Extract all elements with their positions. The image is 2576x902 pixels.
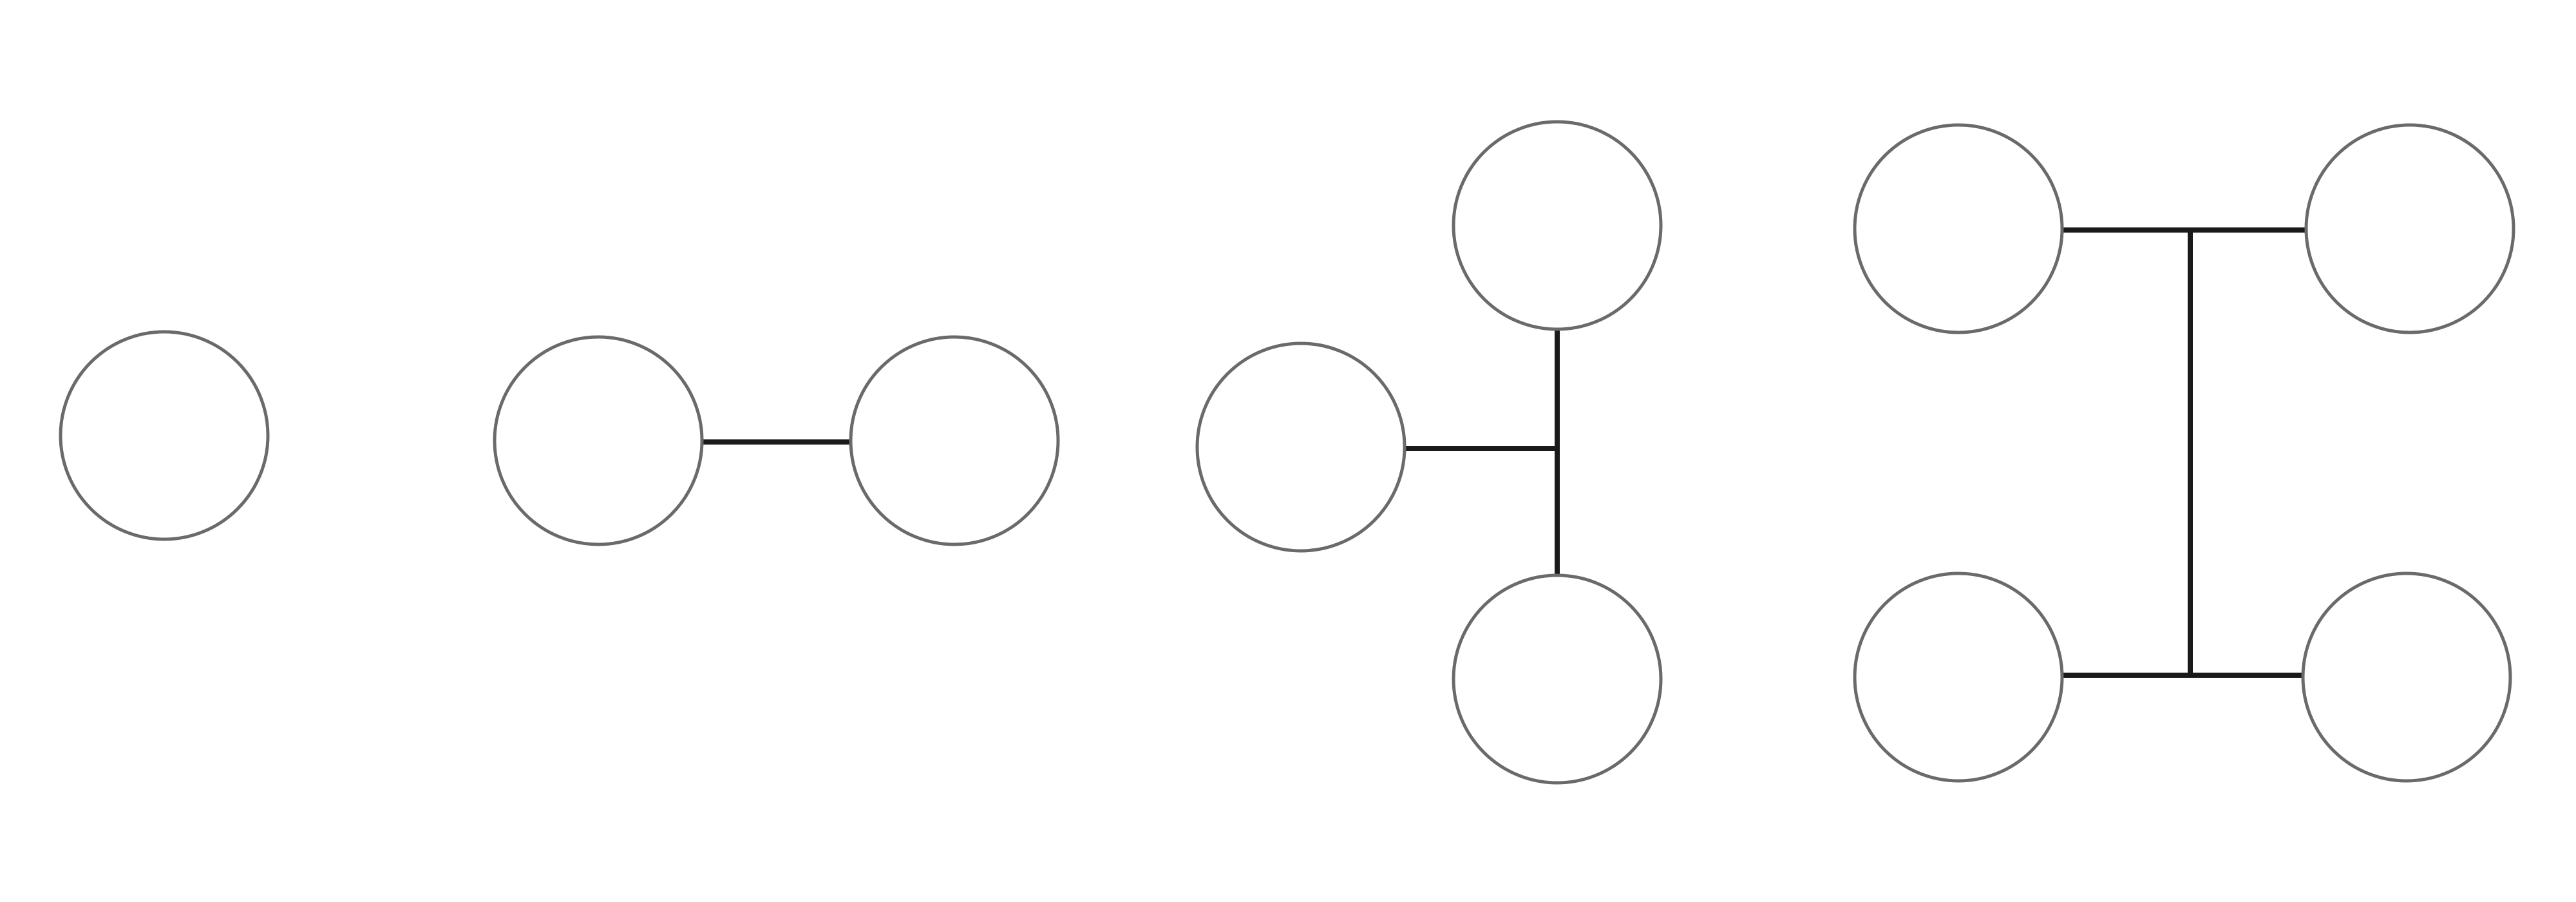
group-three-node-tee xyxy=(1195,120,1663,785)
node xyxy=(2304,123,2515,334)
node xyxy=(849,335,1060,546)
group-single-node xyxy=(59,330,270,541)
node xyxy=(1853,571,2064,783)
node xyxy=(1452,120,1663,331)
node xyxy=(1452,573,1663,785)
node xyxy=(1853,123,2064,334)
node xyxy=(2301,571,2512,783)
node xyxy=(493,335,704,546)
group-four-node-h xyxy=(1853,123,2515,783)
node xyxy=(59,330,270,541)
group-two-node-chain xyxy=(493,335,1060,546)
node xyxy=(1195,341,1406,553)
